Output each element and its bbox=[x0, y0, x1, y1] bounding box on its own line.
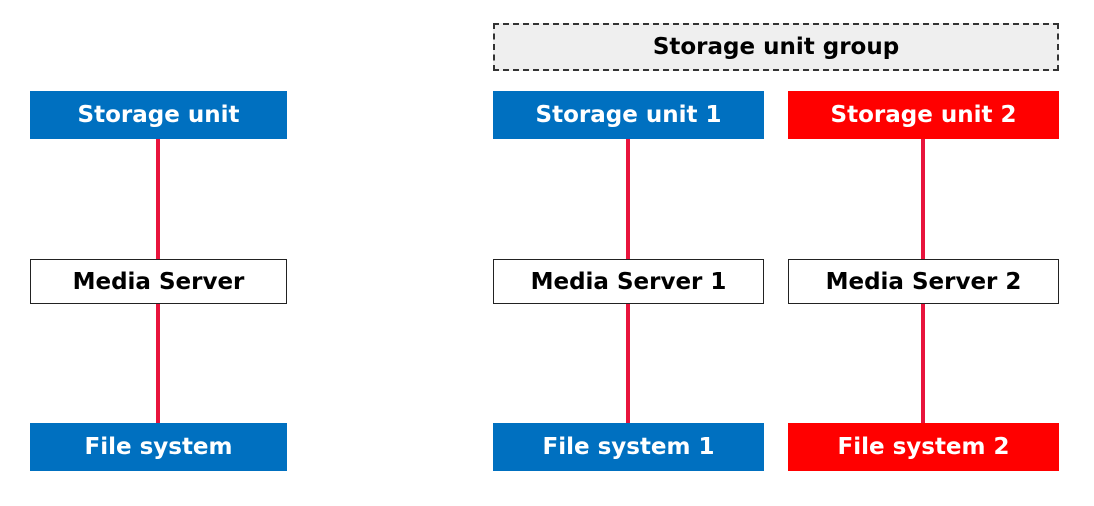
media-server-box: Media Server bbox=[30, 259, 287, 304]
storage-unit-label: Storage unit bbox=[77, 102, 240, 128]
connector-line bbox=[921, 304, 925, 423]
connector-line bbox=[626, 139, 630, 259]
connector-line bbox=[156, 139, 160, 259]
file-system-2-label: File system 2 bbox=[837, 434, 1010, 460]
storage-unit-box: Storage unit bbox=[30, 91, 287, 139]
file-system-1-box: File system 1 bbox=[493, 423, 764, 471]
media-server-2-box: Media Server 2 bbox=[788, 259, 1059, 304]
storage-unit-1-box: Storage unit 1 bbox=[493, 91, 764, 139]
media-server-2-label: Media Server 2 bbox=[825, 268, 1022, 295]
file-system-1-label: File system 1 bbox=[542, 434, 715, 460]
file-system-label: File system bbox=[84, 434, 233, 460]
connector-line bbox=[626, 304, 630, 423]
media-server-label: Media Server bbox=[72, 268, 245, 295]
storage-unit-group-label: Storage unit group bbox=[652, 34, 900, 60]
connector-line bbox=[156, 304, 160, 423]
storage-unit-1-label: Storage unit 1 bbox=[535, 102, 722, 128]
media-server-1-box: Media Server 1 bbox=[493, 259, 764, 304]
file-system-2-box: File system 2 bbox=[788, 423, 1059, 471]
file-system-box: File system bbox=[30, 423, 287, 471]
media-server-1-label: Media Server 1 bbox=[530, 268, 727, 295]
storage-unit-2-box: Storage unit 2 bbox=[788, 91, 1059, 139]
storage-unit-2-label: Storage unit 2 bbox=[830, 102, 1017, 128]
storage-unit-group-box: Storage unit group bbox=[493, 23, 1059, 71]
connector-line bbox=[921, 139, 925, 259]
